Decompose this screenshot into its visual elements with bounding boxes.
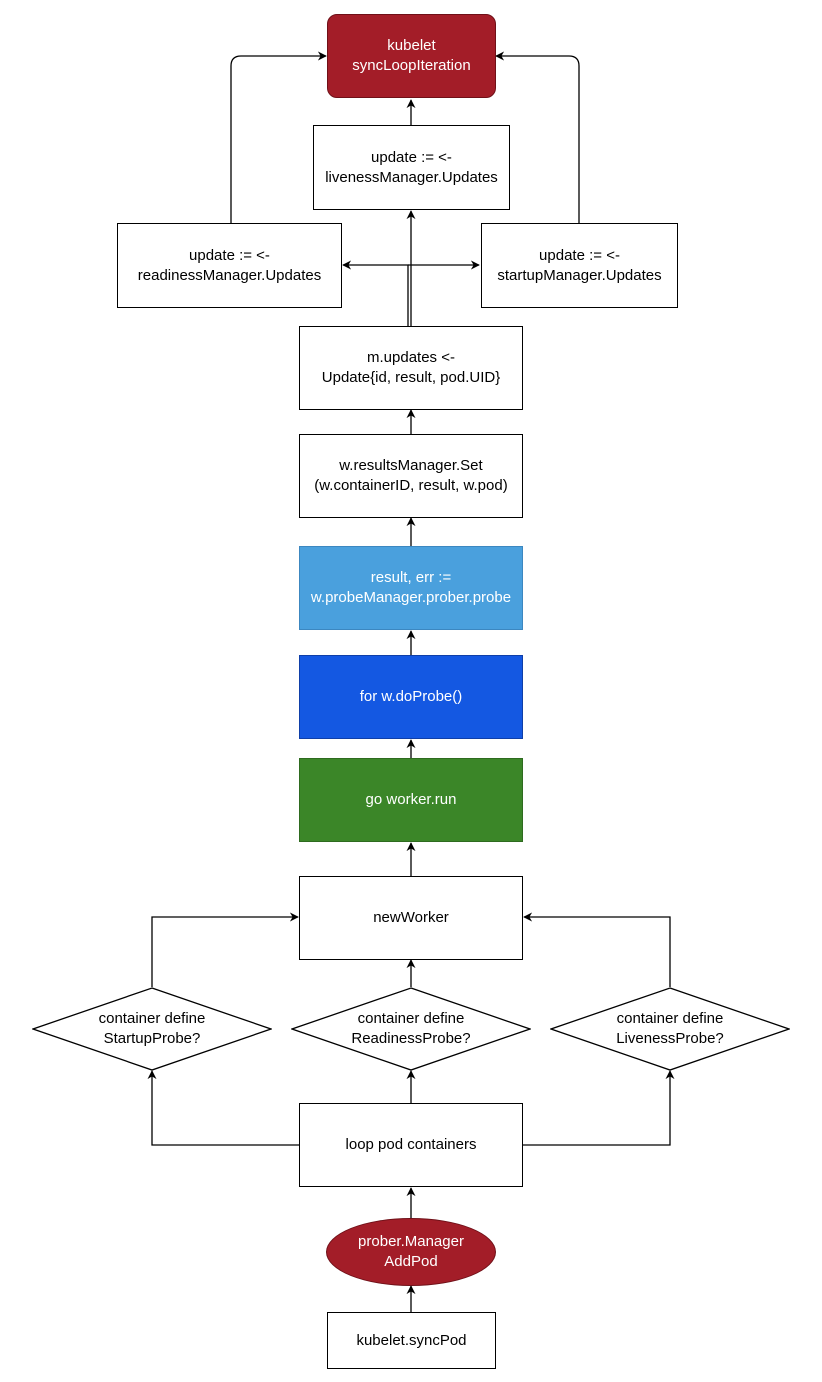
edge-mupdates-to-readiness [342,260,409,326]
liveness-updates-label: update := <- livenessManager.Updates [325,148,498,186]
worker-run-label: go worker.run [365,791,457,808]
startup-probe-decision-label: container define StartupProbe? [98,1010,206,1047]
liveness-probe-diamond-shape [550,987,790,1071]
results-manager-set-label: w.resultsManager.Set (w.containerID, res… [314,457,508,494]
edge-startup-to-syncloop [495,51,580,223]
worker-run-node[interactable]: go worker.run [299,758,523,842]
liveness-probe-decision-label: container define LivenessProbe? [616,1010,724,1047]
startup-updates-label: update := <- startupManager.Updates [497,246,662,284]
liveness-probe-decision[interactable]: container define LivenessProbe? [550,987,790,1071]
startup-updates-node[interactable]: update := <- startupManager.Updates [481,223,678,308]
readiness-updates-label: update := <- readinessManager.Updates [137,246,322,284]
loop-pod-containers-label: loop pod containers [345,1136,477,1153]
prober-manager-addpod-node[interactable]: prober.Manager AddPod [326,1218,496,1286]
prober-probe-node[interactable]: result, err := w.probeManager.prober.pro… [299,546,523,630]
new-worker-node[interactable]: newWorker [299,876,523,960]
readiness-updates-node[interactable]: update := <- readinessManager.Updates [117,223,342,308]
m-updates-node[interactable]: m.updates <- Update{id, result, pod.UID} [299,326,523,410]
edge-liveness-to-newworker [523,912,671,987]
edge-readiness-to-syncloop [230,51,327,223]
kubelet-syncloopiteration-node[interactable]: kubelet syncLoopIteration [327,14,496,98]
results-manager-set-node[interactable]: w.resultsManager.Set (w.containerID, res… [299,434,523,518]
prober-probe-label: result, err := w.probeManager.prober.pro… [310,569,512,606]
new-worker-label: newWorker [373,909,449,926]
edge-startup-to-newworker [151,912,299,987]
edge-loop-to-liveness [523,1070,675,1146]
kubelet-syncloopiteration-label: kubelet syncLoopIteration [352,37,471,74]
readiness-probe-decision[interactable]: container define ReadinessProbe? [291,987,531,1071]
readiness-probe-decision-label: container define ReadinessProbe? [351,1010,471,1047]
edge-loop-to-startup [147,1070,299,1146]
prober-manager-addpod-label: prober.Manager AddPod [358,1233,464,1270]
liveness-updates-node[interactable]: update := <- livenessManager.Updates [313,125,510,210]
do-probe-label: for w.doProbe() [359,688,463,705]
readiness-probe-diamond-shape [291,987,531,1071]
startup-probe-diamond-shape [32,987,272,1071]
kubelet-syncpod-node[interactable]: kubelet.syncPod [327,1312,496,1369]
startup-probe-decision[interactable]: container define StartupProbe? [32,987,272,1071]
kubelet-syncpod-label: kubelet.syncPod [356,1331,467,1349]
m-updates-label: m.updates <- Update{id, result, pod.UID} [321,349,501,386]
do-probe-node[interactable]: for w.doProbe() [299,655,523,739]
loop-pod-containers-node[interactable]: loop pod containers [299,1103,523,1187]
